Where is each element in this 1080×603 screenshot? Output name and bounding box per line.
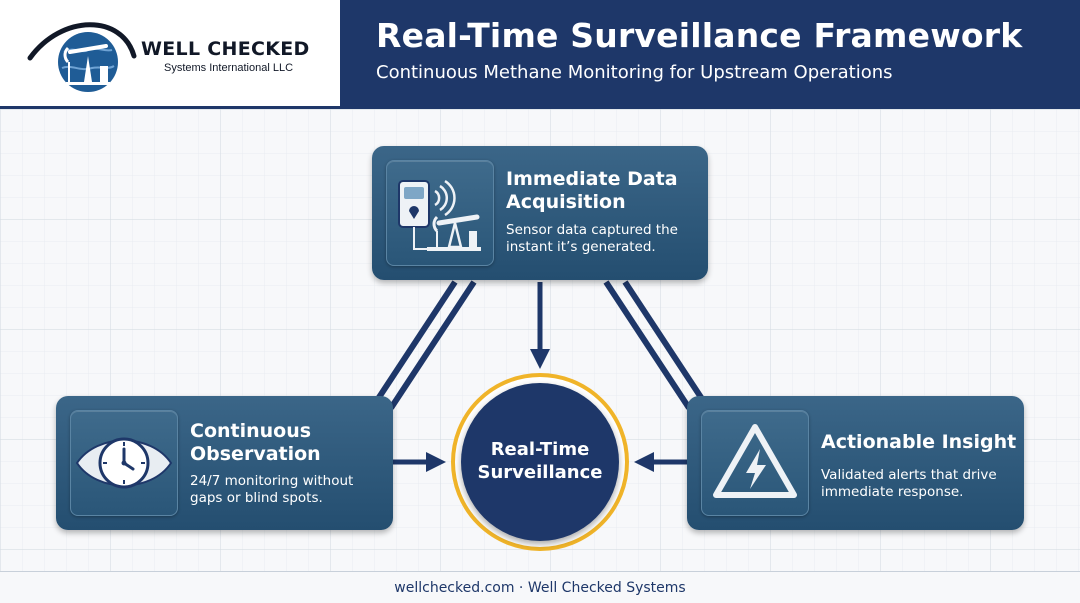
icon-tile xyxy=(386,160,494,266)
node-actionable-insight: Actionable Insight Validated alerts that… xyxy=(687,396,1024,530)
warning-lightning-icon xyxy=(713,424,797,498)
header-divider xyxy=(0,106,1080,109)
sensor-pumpjack-icon xyxy=(398,179,481,251)
connector-top-right-outer xyxy=(622,280,711,410)
brand-subtitle: Systems International LLC xyxy=(164,62,294,74)
connector-top-left-outer xyxy=(369,280,458,410)
company-logo-icon xyxy=(27,22,137,92)
node-continuous-observation: Continuous Observation 24/7 monitoring w… xyxy=(56,396,393,530)
connector-top-left-inner xyxy=(388,280,477,410)
hub-circle xyxy=(461,383,619,541)
eye-clock-icon xyxy=(75,437,173,489)
page-title: Real-Time Surveillance Framework xyxy=(376,16,1023,55)
footer-divider xyxy=(0,571,1080,572)
node-immediate-data-acquisition: Immediate Data Acquisition Sensor data c… xyxy=(372,146,708,280)
node-title: Actionable Insight xyxy=(821,431,1017,453)
node-description: Sensor data captured the instant it’s ge… xyxy=(506,222,678,255)
icon-tile xyxy=(701,410,809,516)
node-title: Continuous Observation xyxy=(190,420,321,465)
hub-label: Real-Time Surveillance xyxy=(477,439,603,483)
icon-tile xyxy=(70,410,178,516)
logo-area: WELL CHECKED Systems International LLC xyxy=(0,0,340,106)
brand-name: WELL CHECKED xyxy=(141,38,310,60)
node-title: Immediate Data Acquisition xyxy=(506,168,678,213)
node-description: 24/7 monitoring without gaps or blind sp… xyxy=(190,473,354,506)
title-banner: Real-Time Surveillance Framework Continu… xyxy=(340,0,1080,106)
footer-text: wellchecked.com · Well Checked Systems xyxy=(394,580,686,596)
header: WELL CHECKED Systems International LLC R… xyxy=(0,0,1080,109)
page-subtitle: Continuous Methane Monitoring for Upstre… xyxy=(376,62,893,83)
connector-top-right-inner xyxy=(603,280,692,410)
node-description: Validated alerts that drive immediate re… xyxy=(821,467,997,500)
